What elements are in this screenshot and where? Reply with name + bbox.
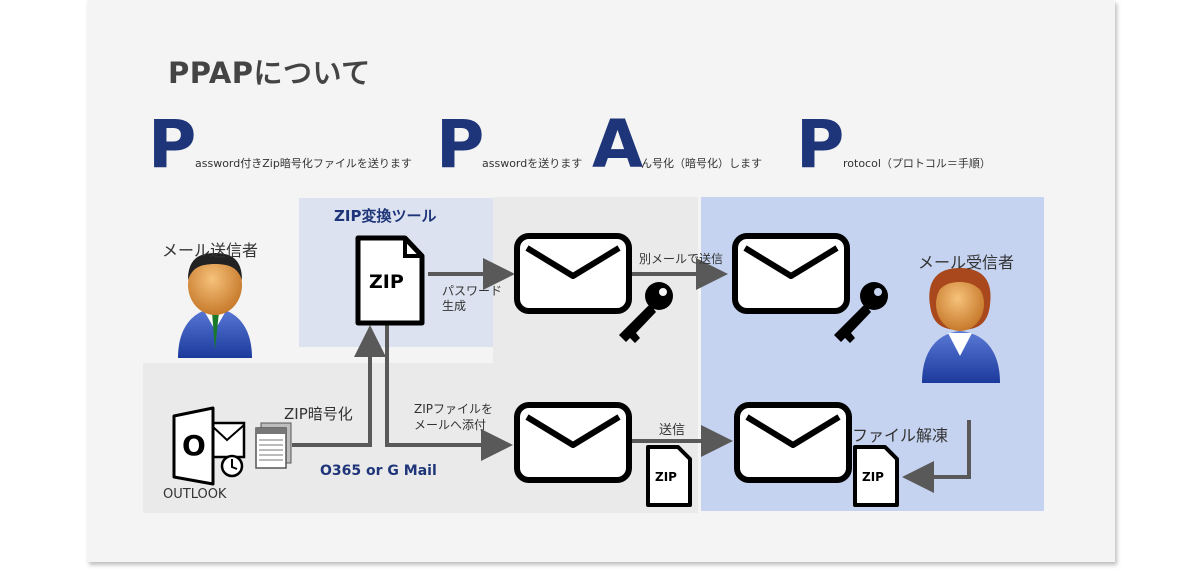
separate-mail-label: 別メールで送信 [639, 252, 724, 266]
zip-document-icon-received [853, 445, 899, 507]
envelope-icon-bottom-left [514, 402, 632, 483]
send-label: 送信 [659, 423, 686, 438]
zip-document-icon-sent [646, 445, 692, 507]
zip-encrypt-label: ZIP暗号化 [284, 405, 353, 423]
acronym-text-4: rotocol（プロトコル＝手順） [843, 157, 991, 170]
zip-tool-label: ZIP変換ツール [334, 207, 437, 225]
key-icon-right [834, 282, 888, 343]
zip-tool-doc-text: ZIP [369, 271, 404, 293]
outlook-icon [172, 406, 246, 486]
acronym-letter-3: A [592, 106, 644, 183]
envelope-icon-top-left [514, 233, 632, 314]
acronym-text-2: asswordを送ります [482, 157, 583, 170]
zip-received-doc-text: ZIP [862, 470, 884, 484]
arrows [292, 258, 971, 493]
acronym-text-3: ん号化（暗号化）します [641, 157, 762, 170]
receiver-label: メール受信者 [918, 253, 1015, 272]
file-decrypt-label: ファイル解凍 [852, 426, 949, 445]
key-icon-left [619, 282, 673, 343]
outlook-label: OUTLOOK [163, 487, 227, 502]
receiver-person-icon [922, 268, 1000, 383]
mail-service-label: O365 or G Mail [320, 463, 437, 479]
page-title: PPAPについて [168, 56, 371, 90]
password-gen-label-1: パスワード [442, 284, 503, 298]
acronym-letter-2: P [436, 106, 485, 183]
zip-sent-doc-text: ZIP [655, 470, 677, 484]
sender-label: メール送信者 [162, 241, 259, 260]
outlook-icon-letter: O [182, 429, 206, 462]
zip-document-icon-tool [355, 235, 425, 326]
envelope-icon-bottom-right [734, 402, 852, 483]
acronym-letter-4: P [796, 106, 845, 183]
acronym-letter-1: P [148, 106, 197, 183]
envelope-icon-top-right [732, 233, 850, 314]
acronym-text-1: assword付きZip暗号化ファイルを送ります [195, 157, 412, 170]
attach-label-2: メールへ添付 [414, 418, 487, 432]
sender-person-icon [178, 253, 252, 358]
attach-label-1: ZIPファイルを [414, 402, 493, 416]
password-gen-label-2: 生成 [442, 299, 467, 313]
document-stack-icon [255, 422, 292, 469]
